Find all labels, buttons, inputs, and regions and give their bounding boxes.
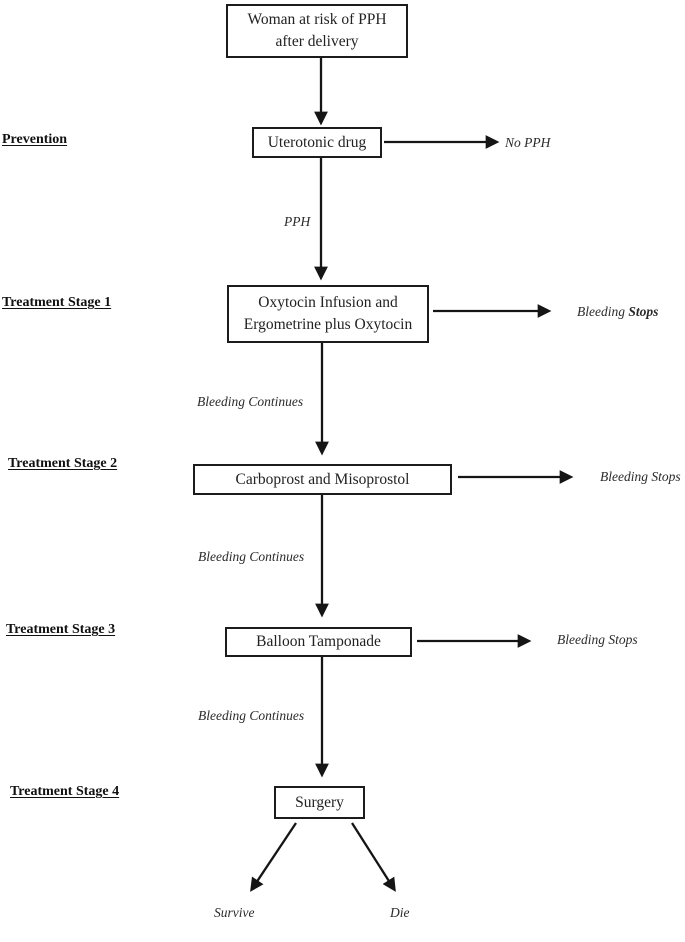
edge-label-survive: Survive [214,905,255,920]
edge-label-pph: PPH [284,214,311,229]
arrow-surgery-to-die [351,822,396,892]
node-woman-at-risk-line1: Woman at risk of PPH [247,11,387,28]
side-label-treatment-stage-2: Treatment Stage 2 [8,456,118,471]
edge-label-bleeding-stops-3: Bleeding Stops [557,632,638,647]
node-balloon-tamponade-label: Balloon Tamponade [256,633,381,650]
node-oxytocin-infusion-line2: Ergometrine plus Oxytocin [243,316,413,333]
edge-label-bleeding-continues-1: Bleeding Continues [197,394,304,409]
edge-label-bleeding-stops-1-word2: Stops [628,304,659,319]
edge-label-bleeding-continues-3: Bleeding Continues [198,708,305,723]
edge-label-bleeding-stops-1: Bleeding Stops [577,304,658,320]
node-carboprost-misoprostol-label: Carboprost and Misoprostol [235,470,410,488]
edge-label-bleeding-stops-2: Bleeding Stops [600,469,681,484]
node-oxytocin-infusion-line1: Oxytocin Infusion and [258,294,398,311]
node-surgery-label: Surgery [295,793,344,811]
node-woman-at-risk-line2: after delivery [275,33,359,50]
node-woman-at-risk: Woman at risk of PPH after delivery [226,4,408,58]
edge-label-no-pph: No PPH [505,135,551,150]
node-surgery: Surgery [274,786,365,819]
side-label-treatment-stage-3: Treatment Stage 3 [6,622,116,637]
edge-label-bleeding-continues-2: Bleeding Continues [198,549,305,564]
node-uterotonic-drug: Uterotonic drug [252,127,382,158]
edge-label-die: Die [390,905,410,920]
side-label-treatment-stage-4: Treatment Stage 4 [10,784,120,799]
node-oxytocin-infusion: Oxytocin Infusion and Ergometrine plus O… [227,285,429,343]
side-label-prevention: Prevention [2,132,68,147]
arrow-surgery-to-survive [250,822,297,892]
node-uterotonic-drug-label: Uterotonic drug [267,133,367,151]
node-carboprost-misoprostol: Carboprost and Misoprostol [193,464,452,495]
edge-label-bleeding-stops-1-word1: Bleeding [577,304,625,319]
side-label-treatment-stage-1: Treatment Stage 1 [2,295,112,310]
node-balloon-tamponade: Balloon Tamponade [225,627,412,657]
